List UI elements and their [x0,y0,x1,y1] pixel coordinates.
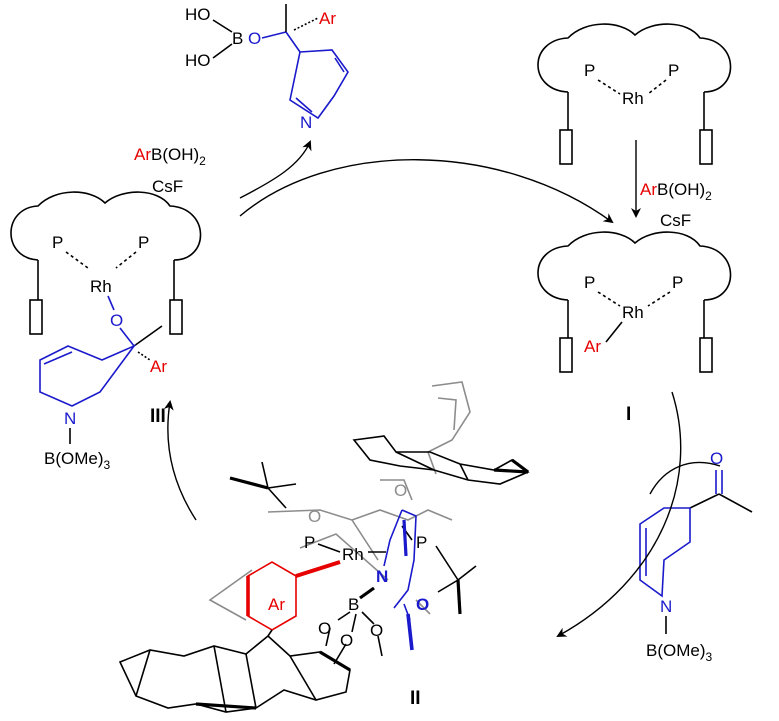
oxygen-label-ii-ome-2: O [340,631,353,650]
reagent-right-base: CsF [660,211,691,230]
nitrogen-label-substrate: N [660,597,672,616]
label-i: I [626,404,631,425]
arrow-i-to-ii [556,391,682,637]
label-iii: III [150,406,166,427]
nitrogen-label-ii: N [376,567,388,586]
boron-label: B [232,29,243,48]
rh-complex-iii: P P Rh O Ar N B(OMe)3 [10,191,202,472]
p-label-iii-2: P [138,233,149,252]
oxygen-label-ii-ome-1: O [318,619,331,638]
oxygen-label-ii-1: O [394,481,407,500]
aryl-label-ii: Ar [268,595,285,614]
rh-label-pre: Rh [622,89,644,108]
p-label-i-1: P [584,273,595,292]
aryl-label-i: Ar [584,337,601,356]
reagent-left-boronic: ArB(OH)2 [134,145,206,168]
oxygen-label-ii-2: O [308,507,321,526]
aryl-label-product: Ar [319,9,336,28]
p-label-ii-2: P [416,533,427,552]
oxygen-label-iii: O [110,311,123,330]
oxygen-label-ii-ome-3: O [370,621,383,640]
arrow-substrate-in [649,461,721,495]
oxygen-label-ketone: O [710,449,723,468]
transition-structure-ii: O O P Rh P N [118,381,530,713]
substrate-acetylpyridine: O N B(OMe)3 [639,449,753,664]
nitrogen-label-product: N [300,113,312,132]
arrow-iii-to-i [239,159,614,224]
arrow-product-release [239,140,312,199]
rh-complex-i: P P Rh Ar [537,231,732,373]
p-label-i-2: P [672,273,683,292]
reagent-right-boronic: ArB(OH)2 [640,180,712,203]
oxygen-label-ester: O [248,29,261,48]
ho-label-2: HO [185,51,211,70]
p-label-ii-1: P [304,533,315,552]
oxygen-label-ii-ketone: O [416,595,429,614]
borate-label-iii: B(OMe)3 [44,449,111,472]
product-borate-ester: HO HO B O Ar N [185,4,349,132]
arrow-ii-to-iii [163,400,197,521]
p-label-pre-1: P [584,61,595,80]
boron-label-ii: B [348,595,359,614]
reagent-right: ArB(OH)2 CsF [640,180,712,230]
aryl-label-iii: Ar [150,357,167,376]
cycle-arrows [163,140,721,637]
rh-complex-precatalyst: P P Rh [537,23,732,165]
rh-label-ii: Rh [342,545,364,564]
reagent-left-base: CsF [152,177,183,196]
ho-label-1: HO [185,5,211,24]
p-label-pre-2: P [668,61,679,80]
label-ii: II [410,688,421,709]
rh-label-iii: Rh [90,277,112,296]
rh-label-i: Rh [622,303,644,322]
reagent-left: ArB(OH)2 CsF [134,145,206,196]
p-label-iii-1: P [52,233,63,252]
borate-label-substrate: B(OMe)3 [646,641,713,664]
nitrogen-label-iii: N [64,409,76,428]
